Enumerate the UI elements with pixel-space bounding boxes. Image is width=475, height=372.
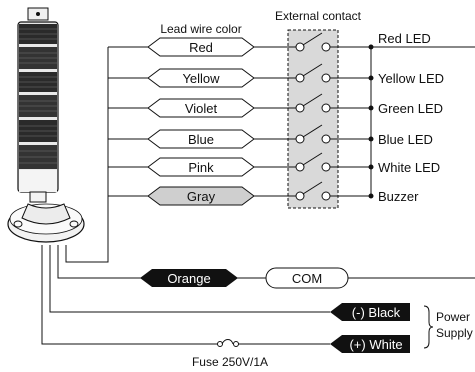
contact-switch: [302, 124, 323, 138]
power-supply-line1: Power: [436, 310, 470, 324]
contact-terminal: [295, 191, 305, 201]
lead-wire-color-heading: Lead wire color: [160, 22, 241, 36]
contact-terminal: [295, 73, 305, 83]
output-label-buzzer: Buzzer: [378, 189, 419, 204]
contact-terminal: [321, 134, 331, 144]
lead-row-6: Gray Buzzer: [147, 181, 419, 206]
contact-switch: [302, 152, 323, 166]
com-label: COM: [292, 271, 322, 286]
output-label-white-led: White LED: [378, 160, 440, 175]
lead-label-gray: Gray: [187, 189, 216, 204]
lead-row-2: Yellow Yellow LED: [147, 63, 444, 88]
signal-tower-illustration: [7, 7, 85, 243]
output-label-red-led: Red LED: [378, 31, 431, 46]
contact-switch: [302, 93, 323, 107]
lead-label-red: Red: [189, 40, 213, 55]
wire-label-orange: Orange: [167, 271, 210, 286]
output-label-green-led: Green LED: [378, 101, 443, 116]
contact-terminal: [321, 191, 331, 201]
lead-row-5: Pink White LED: [147, 152, 440, 177]
wire-tag-white: [330, 335, 410, 353]
output-label-yellow-led: Yellow LED: [378, 71, 444, 86]
contact-switch: [302, 63, 323, 77]
contact-terminal: [295, 162, 305, 172]
lead-label-pink: Pink: [188, 160, 214, 175]
lead-label-blue: Blue: [188, 132, 214, 147]
external-contact-box: [287, 29, 339, 209]
power-white-row: (+) White: [330, 335, 410, 353]
output-label-blue-led: Blue LED: [378, 132, 433, 147]
contact-terminal: [321, 103, 331, 113]
fuse-icon: [217, 339, 239, 347]
wire-tag-orange: [140, 269, 238, 287]
contact-terminal: [321, 162, 331, 172]
lead-label-violet: Violet: [185, 101, 218, 116]
lead-label-yellow: Yellow: [182, 71, 220, 86]
contact-terminal: [321, 42, 331, 52]
contact-terminal: [295, 134, 305, 144]
wire-label-white: (+) White: [349, 337, 402, 352]
common-row: Orange COM: [140, 267, 349, 289]
contact-terminal: [295, 103, 305, 113]
wire-label-black: (-) Black: [352, 305, 401, 320]
power-black-row: (-) Black: [330, 303, 410, 321]
lead-row-4: Blue Blue LED: [147, 124, 433, 149]
contact-switch: [302, 32, 323, 46]
lead-row-3: Violet Green LED: [147, 93, 443, 118]
wire-tag-black: [330, 303, 410, 321]
contact-terminal: [321, 73, 331, 83]
contact-switch: [302, 181, 323, 195]
power-supply-line2: Supply: [436, 326, 473, 340]
power-supply-bracket: [423, 305, 434, 349]
external-contact-heading: External contact: [275, 9, 362, 23]
fuse-label: Fuse 250V/1A: [192, 355, 268, 369]
com-terminal-box: [265, 267, 349, 289]
lead-row-1: Red Red LED: [147, 31, 475, 57]
contact-terminal: [295, 42, 305, 52]
